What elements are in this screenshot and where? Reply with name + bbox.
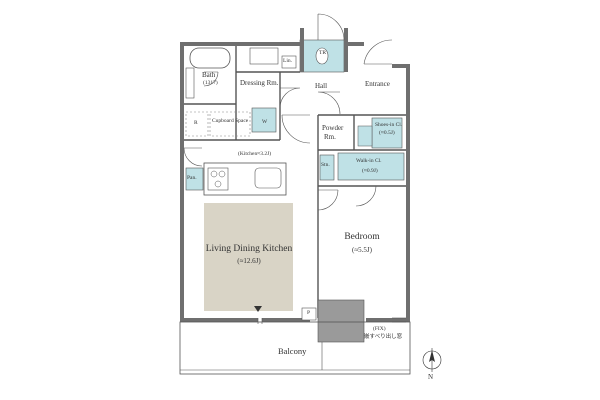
- triangle-down-icon: [254, 306, 262, 312]
- fridge-area: [185, 111, 209, 137]
- laundry-box: [281, 55, 297, 69]
- ldk-floor: [204, 203, 293, 311]
- washer-label: W: [262, 119, 268, 125]
- powder-sink-blue: [357, 125, 373, 147]
- burner: [210, 170, 218, 178]
- toilet-bowl: [315, 47, 329, 65]
- cupboard-label: Cupboard Space: [212, 118, 249, 124]
- pantry-label: Pan.: [187, 175, 197, 181]
- cupboard-area: [209, 111, 251, 137]
- north-label: N: [428, 373, 434, 381]
- walkin-closet-size: (≈0.9J): [362, 168, 378, 174]
- fix-window-label-2: 嵌すべり出し窓: [364, 334, 403, 340]
- bath-label: Bath: [202, 71, 216, 79]
- walkin-closet-fixture: [337, 152, 405, 181]
- powder-room-label-2: Rm.: [324, 133, 336, 141]
- vanity: [249, 47, 279, 65]
- north-compass-icon: [422, 348, 442, 372]
- kitchen-label: (Kitchen≈3.2J): [238, 151, 272, 157]
- fridge-label: R: [194, 120, 198, 126]
- storage-fixture: [319, 154, 335, 181]
- walls: [180, 28, 410, 322]
- kitchen-sink: [254, 167, 282, 189]
- bath-shelf: [185, 67, 195, 99]
- interior-walls: [184, 46, 406, 318]
- shoes-closet-size: (≈0.5J): [379, 130, 395, 136]
- shoes-closet-label: Shoes-in Cl.: [375, 122, 403, 128]
- pipe-space-box: [301, 307, 317, 321]
- bedroom-size: (≈5.5J): [352, 246, 372, 254]
- stove: [207, 167, 229, 191]
- burner: [218, 170, 226, 178]
- washer-fixture: [251, 107, 277, 133]
- burner: [214, 180, 222, 188]
- structural-column: [317, 299, 365, 343]
- door-swings: [183, 13, 393, 211]
- hall-label: Hall: [315, 82, 328, 90]
- dressing-room-label: Dressing Rm.: [240, 79, 279, 87]
- pipe-space-label: P: [307, 310, 311, 316]
- fix-window-label-1: (FIX): [373, 326, 386, 332]
- storage-label: Stn.: [321, 162, 330, 168]
- bath-size: (1317): [203, 80, 218, 86]
- balcony-label: Balcony: [278, 346, 307, 356]
- powder-room-label-1: Powder: [322, 124, 344, 132]
- laundry-label: Lin.: [283, 58, 293, 64]
- ldk-size: (≈12.6J): [237, 257, 261, 265]
- balcony-area: [179, 321, 411, 375]
- ldk-label: Living Dining Kitchen: [205, 244, 293, 254]
- pantry-fixture: [185, 167, 204, 191]
- bedroom-label: Bedroom: [344, 232, 380, 242]
- bathtub: [189, 47, 231, 69]
- entrance-label: Entrance: [365, 80, 390, 88]
- toilet-label: TR: [319, 50, 327, 56]
- walkin-closet-label: Walk-in Cl.: [356, 158, 382, 164]
- shoes-closet-fixture: [371, 117, 403, 149]
